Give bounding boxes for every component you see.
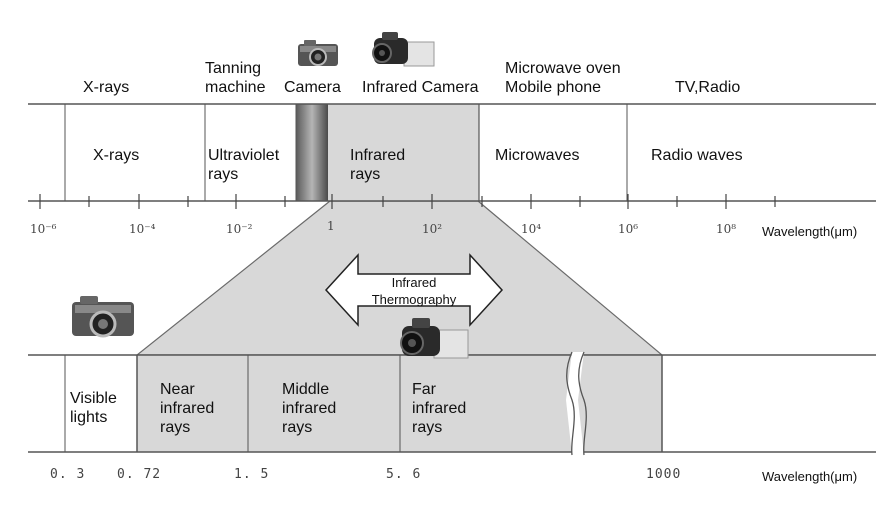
top-tick-label: 10⁻⁴: [129, 222, 156, 236]
top-label-microwave-mobile: Microwave oven Mobile phone: [505, 60, 621, 96]
top-tick-label: 10⁶: [618, 222, 639, 236]
top-tick-label: 10⁴: [521, 222, 542, 236]
axis-break-right: [578, 351, 587, 456]
top-tick-label: 1: [327, 219, 335, 233]
top-label-infrared-camera: Infrared Camera: [362, 79, 479, 96]
infrared-camera-icon-detail: [400, 318, 469, 359]
top-axis-label: Wavelength(μm): [762, 224, 858, 239]
thermography-arrow: [324, 253, 504, 327]
top-tick-label: 10⁻⁶: [30, 222, 57, 236]
band-label-x-rays: X-rays: [93, 147, 140, 164]
band-label-infrared: Infrared rays: [350, 147, 406, 183]
visible-light-bar: [296, 104, 328, 201]
detail-label-middle: Middle infrared rays: [282, 381, 337, 436]
bottom-tick-label: 1000: [646, 467, 682, 482]
detail-label-near: Near infrared rays: [160, 381, 215, 436]
bottom-axis-label: Wavelength(μm): [762, 469, 858, 484]
top-tick-label: 10⁸: [716, 222, 737, 236]
detail-label-visible: Visible lights: [70, 390, 117, 426]
top-label-tv-radio: TV,Radio: [675, 79, 741, 96]
top-tick-label: 10²: [422, 222, 443, 236]
top-axis-ticks: [39, 194, 776, 209]
top-label-camera: Camera: [284, 79, 341, 96]
infrared-band-fill: [328, 104, 479, 201]
thermography-label: Infrared Thermography: [371, 275, 457, 307]
band-label-ultraviolet: Ultraviolet rays: [208, 147, 280, 183]
bottom-tick-label: 5. 6: [386, 467, 422, 482]
top-label-tanning-machine: Tanning machine: [205, 60, 266, 96]
camera-icon: [298, 40, 338, 66]
bottom-tick-label: 0. 72: [117, 467, 162, 482]
detail-label-far: Far infrared rays: [412, 381, 467, 436]
bottom-tick-label: 1. 5: [234, 467, 270, 482]
infrared-camera-icon: [372, 32, 435, 67]
top-label-x-rays: X-rays: [83, 79, 130, 96]
axis-break-left: [566, 351, 575, 456]
band-label-microwaves: Microwaves: [495, 147, 580, 164]
camera-icon-detail: [72, 296, 134, 338]
bottom-tick-label: 0. 3: [50, 467, 86, 482]
band-label-radio-waves: Radio waves: [651, 147, 743, 164]
top-tick-label: 10⁻²: [226, 222, 253, 236]
